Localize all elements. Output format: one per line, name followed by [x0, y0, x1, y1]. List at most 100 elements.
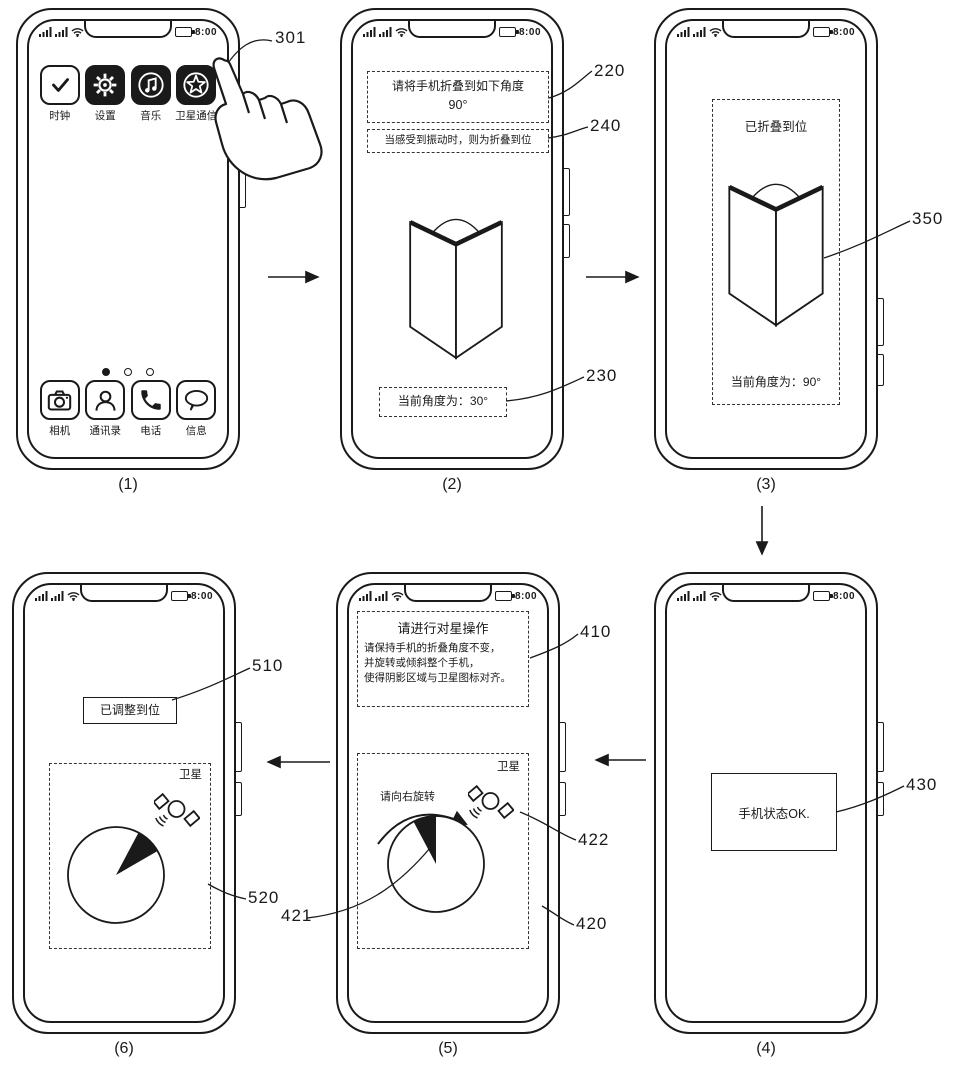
- align-body-line: 并旋转或倾斜整个手机，: [364, 657, 480, 669]
- screen-home: 8:00 时钟 设置: [27, 19, 229, 459]
- vibration-hint-box: 当感受到振动时，则为折叠到位: [367, 129, 549, 153]
- battery-icon: [174, 27, 195, 37]
- music-note-icon[interactable]: [130, 65, 171, 105]
- satellite-label: 卫星: [497, 761, 520, 773]
- wifi-icon: [391, 592, 404, 601]
- screen-status-ok: 8:00 手机状态OK.: [665, 583, 867, 1023]
- signal-icon: [55, 27, 68, 37]
- app-clock[interactable]: 时钟: [37, 65, 83, 123]
- callout-430: 430: [906, 775, 938, 794]
- app-camera[interactable]: 相机: [37, 380, 83, 438]
- folded-phone-illustration: [728, 183, 824, 327]
- phone-frame: 8:00 已折叠到位 当前角度为：90°: [654, 8, 878, 470]
- callout-410: 410: [580, 622, 612, 641]
- fold-angle-instruction-box: 请将手机折叠到如下角度 90°: [367, 71, 549, 123]
- callout-220: 220: [594, 61, 626, 80]
- app-settings[interactable]: 设置: [83, 65, 129, 123]
- app-messages[interactable]: 信息: [174, 380, 220, 438]
- phone-3: 8:00 已折叠到位 当前角度为：90°: [654, 8, 884, 470]
- screen-align-complete: 8:00 已调整到位: [23, 583, 225, 1023]
- figure-caption-3: (3): [756, 476, 776, 493]
- phone-6: 8:00 已调整到位: [12, 572, 242, 1034]
- folded-phone-illustration: [409, 218, 503, 360]
- app-satellite-comm[interactable]: 卫星通信: [174, 65, 220, 123]
- instruction-text: 请将手机折叠到如下角度: [391, 79, 524, 93]
- callout-520: 520: [248, 888, 280, 907]
- app-contacts[interactable]: 通讯录: [83, 380, 129, 438]
- dock: 相机 通讯录 电话: [37, 380, 219, 438]
- callout-350: 350: [912, 209, 944, 228]
- signal-icon: [693, 27, 706, 37]
- app-grid: 时钟 设置 音乐: [37, 65, 219, 123]
- screen-fold-instruction: 8:00 请将手机折叠到如下角度 90° 当感受到振动时，则为折叠到位: [351, 19, 553, 459]
- signal-icon: [51, 591, 64, 601]
- notch: [84, 21, 172, 38]
- current-angle-box: 当前角度为：30°: [379, 387, 507, 417]
- current-angle-text: 当前角度为：90°: [730, 375, 822, 389]
- status-bar: 8:00: [35, 590, 213, 602]
- signal-icon: [35, 591, 48, 601]
- figure-caption-2: (2): [442, 476, 462, 493]
- signal-icon: [363, 27, 376, 37]
- camera-icon[interactable]: [39, 380, 80, 420]
- status-bar: 8:00: [677, 590, 855, 602]
- callout-510: 510: [252, 656, 284, 675]
- app-phone[interactable]: 电话: [128, 380, 174, 438]
- signal-icon: [379, 27, 392, 37]
- screen-fold-complete: 8:00 已折叠到位 当前角度为：90°: [665, 19, 867, 459]
- signal-icon: [359, 591, 372, 601]
- clock-time: 8:00: [194, 26, 217, 38]
- handset-icon[interactable]: [130, 380, 171, 420]
- align-body-line: 请保持手机的折叠角度不变，: [364, 642, 501, 654]
- current-angle-text: 当前角度为：30°: [397, 394, 489, 408]
- adjusted-status-text: 已调整到位: [99, 703, 160, 717]
- status-bar: 8:00: [359, 590, 537, 602]
- clock-time: 8:00: [832, 26, 855, 38]
- clock-time: 8:00: [518, 26, 541, 38]
- callout-422: 422: [578, 830, 610, 849]
- battery-icon: [494, 591, 515, 601]
- page-dot: [146, 368, 154, 376]
- phone-frame: 8:00 时钟 设置: [16, 8, 240, 470]
- clock-time: 8:00: [832, 590, 855, 602]
- phone-5: 8:00 请进行对星操作 请保持手机的折叠角度不变， 并旋转或倾斜整个手机， 使…: [336, 572, 566, 1034]
- callout-230: 230: [586, 366, 618, 385]
- status-bar: 8:00: [677, 26, 855, 38]
- notch: [722, 21, 810, 38]
- wifi-icon: [71, 28, 84, 37]
- battery-icon: [170, 591, 191, 601]
- target-angle-value: 90°: [448, 98, 468, 112]
- wifi-icon: [67, 592, 80, 601]
- battery-icon: [812, 591, 833, 601]
- rotate-hint-text: 请向右旋转: [380, 791, 435, 803]
- satellite-icon: [154, 792, 200, 828]
- signal-icon: [677, 27, 690, 37]
- signal-icon: [375, 591, 388, 601]
- notch: [404, 585, 492, 602]
- clock-icon[interactable]: [39, 65, 80, 105]
- clock-time: 8:00: [190, 590, 213, 602]
- speech-bubble-icon[interactable]: [176, 380, 217, 420]
- signal-icon: [39, 27, 52, 37]
- align-instruction-box: 请进行对星操作 请保持手机的折叠角度不变， 并旋转或倾斜整个手机， 使得阴影区域…: [357, 611, 529, 707]
- status-bar: 8:00: [39, 26, 217, 38]
- person-icon[interactable]: [85, 380, 126, 420]
- orientation-dial: [67, 826, 165, 924]
- alignment-panel: 请向右旋转: [357, 753, 529, 949]
- gear-icon[interactable]: [85, 65, 126, 105]
- notch: [408, 21, 496, 38]
- signal-icon: [677, 591, 690, 601]
- battery-icon: [498, 27, 519, 37]
- notch: [80, 585, 168, 602]
- phone-frame: 8:00 请进行对星操作 请保持手机的折叠角度不变， 并旋转或倾斜整个手机， 使…: [336, 572, 560, 1034]
- alignment-panel: 卫星: [49, 763, 211, 949]
- satellite-icon: [468, 784, 514, 820]
- app-music[interactable]: 音乐: [128, 65, 174, 123]
- vibration-hint-text: 当感受到振动时，则为折叠到位: [384, 134, 532, 146]
- callout-240: 240: [590, 116, 622, 135]
- phone-4: 8:00 手机状态OK.: [654, 572, 884, 1034]
- wifi-icon: [709, 28, 722, 37]
- wifi-icon: [709, 592, 722, 601]
- figure-caption-4: (4): [756, 1040, 776, 1057]
- star-circle-icon[interactable]: [176, 65, 217, 105]
